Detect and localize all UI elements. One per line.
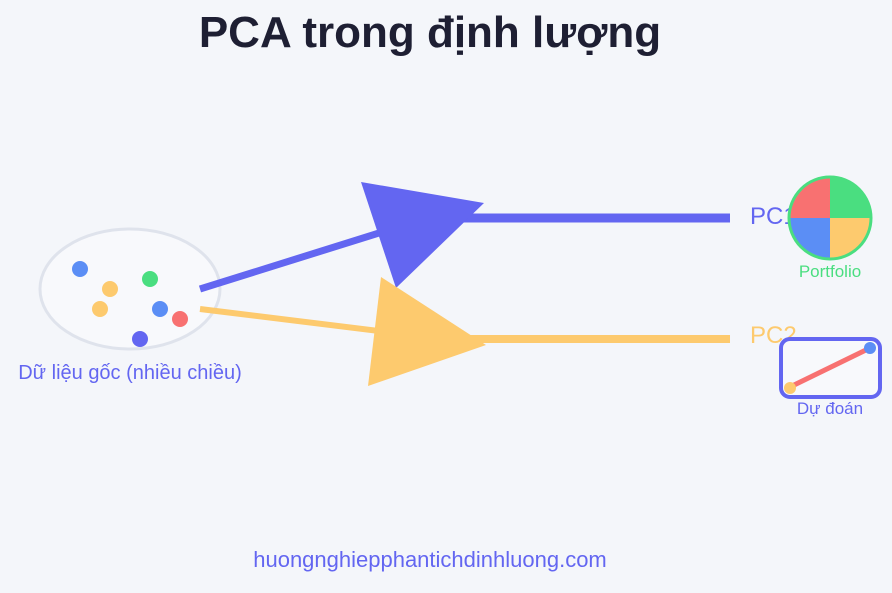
data-point [132,331,148,347]
trend-line [788,345,872,390]
portfolio-label: Portfolio [799,262,861,281]
prediction-label: Dự đoán [797,399,863,418]
pc1-projection [198,182,730,293]
line-chart-icon [779,337,882,399]
data-point [72,261,88,277]
source-label: Dữ liệu gốc (nhiều chiều) [18,362,242,384]
pie-slice [830,177,871,218]
pie-chart-icon [787,175,873,261]
pc1-arrowhead [361,182,484,288]
data-point [172,311,188,327]
pc2-arrow-shaft [199,306,396,336]
pie-slice [830,218,871,259]
pie-slice [789,177,830,218]
pie-slice [789,218,830,259]
pc2-projection [199,277,730,386]
data-point [142,271,158,287]
page-title: PCA trong định lượng [198,8,662,57]
pc2-arrowhead [368,277,486,386]
data-point [92,301,108,317]
pc1-arrow-shaft [198,224,397,293]
trend-start-point [784,382,796,394]
data-point [152,301,168,317]
source-data-cloud [38,227,222,351]
data-ellipse [38,227,222,351]
data-point [102,281,118,297]
trend-end-point [864,342,876,354]
pie-outline [787,175,873,261]
footer-website: huongnghiepphantichdinhluong.com [253,547,607,572]
